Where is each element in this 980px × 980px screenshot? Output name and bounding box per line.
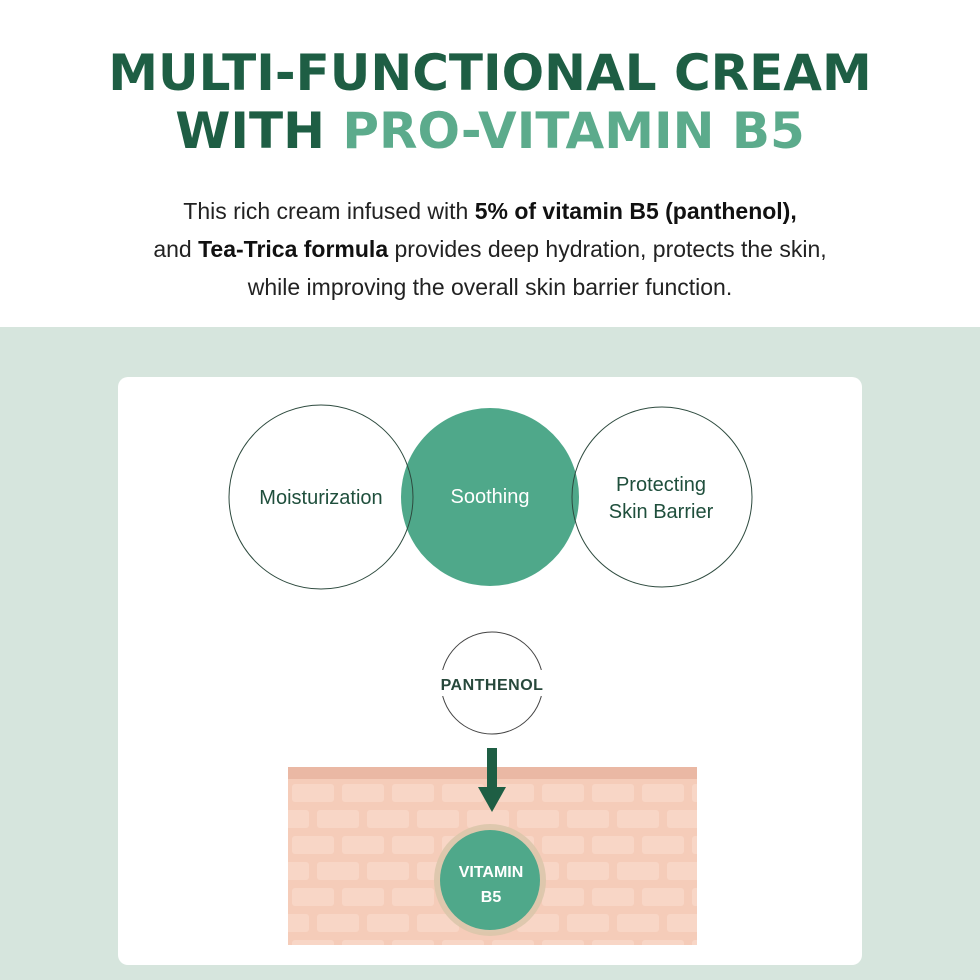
vitamin-label-line1: VITAMIN (459, 864, 524, 881)
header-section: MULTI-FUNCTIONAL CREAM WITH PRO-VITAMIN … (0, 0, 980, 327)
title-line-2: WITH PRO-VITAMIN B5 (0, 102, 980, 160)
benefit-label-skin-barrier: Skin Barrier (609, 501, 714, 523)
panthenol-label: PANTHENOL (441, 677, 544, 694)
description: This rich cream infused with 5% of vitam… (0, 192, 980, 306)
benefit-circle-moisturization (228, 404, 414, 590)
arrow-down-icon (478, 748, 506, 812)
benefit-label-moisturization: Moisturization (259, 487, 382, 509)
benefit-label-soothing: Soothing (451, 486, 530, 508)
title-prefix: WITH (175, 102, 343, 160)
benefit-label-protecting: Protecting (616, 474, 706, 496)
desc-bold: Tea-Trica formula (198, 236, 389, 262)
desc-text: while improving the overall skin barrier… (247, 274, 733, 300)
vitamin-b5-circle (440, 830, 540, 930)
title-accent: PRO-VITAMIN B5 (342, 102, 805, 160)
benefit-circle-soothing (401, 408, 579, 586)
vitamin-label-line2: B5 (481, 889, 502, 906)
desc-text: This rich cream infused with (183, 198, 475, 224)
desc-text: provides deep hydration, protects the sk… (388, 236, 827, 262)
desc-text: and (153, 236, 199, 262)
benefit-circle-protecting (571, 406, 753, 588)
title-line-1: MULTI-FUNCTIONAL CREAM (108, 44, 872, 102)
desc-bold: 5% of vitamin B5 (panthenol), (474, 198, 797, 224)
